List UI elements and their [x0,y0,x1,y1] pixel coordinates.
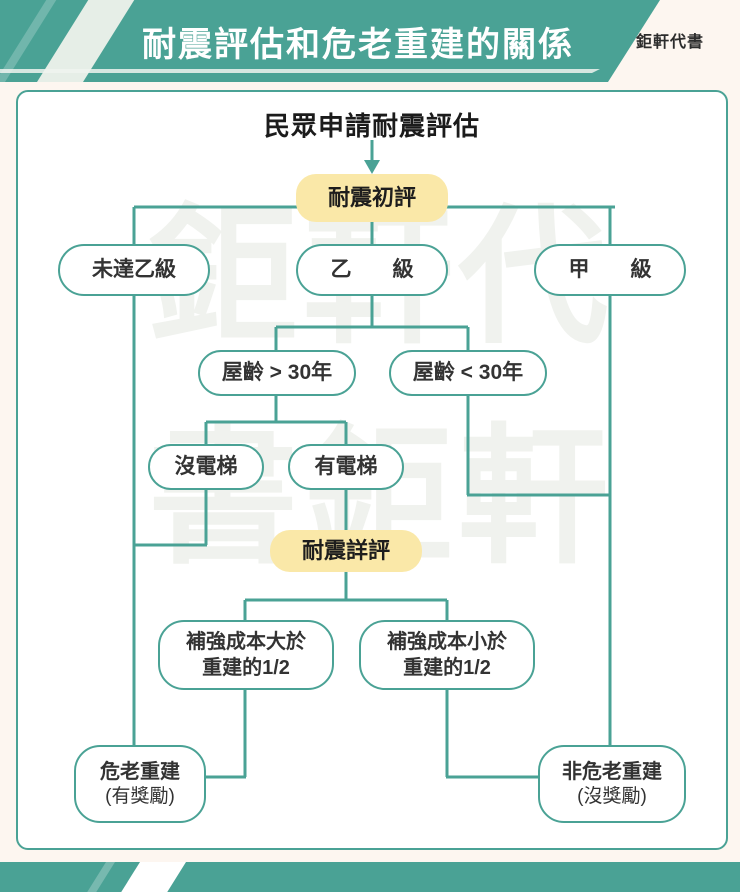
node-label-line1: 補強成本大於 [186,631,306,653]
node-label-line1: 危老重建 [100,760,180,783]
node-not-urban-renewal-rebuild[interactable]: 非危老重建 (沒獎勵) [538,745,686,823]
header-underline [0,69,600,73]
node-no-elevator[interactable]: 沒電梯 [148,444,264,490]
node-label: 甲 級 [568,257,662,281]
header-title: 耐震評估和危老重建的關係 [142,25,574,64]
node-detail-evaluation[interactable]: 耐震詳評 [270,530,422,572]
node-label: 耐震詳評 [301,538,390,564]
node-age-under-30[interactable]: 屋齡 < 30年 [389,350,547,396]
node-label-line2: (沒獎勵) [577,785,647,807]
node-cost-less-half[interactable]: 補強成本小於 重建的1/2 [359,620,535,690]
node-label-line1: 非危老重建 [562,760,662,783]
node-urban-renewal-rebuild[interactable]: 危老重建 (有獎勵) [74,745,206,823]
node-initial-evaluation[interactable]: 耐震初評 [296,174,448,222]
node-label: 乙 級 [330,257,424,281]
node-has-elevator[interactable]: 有電梯 [288,444,404,490]
node-label: 屋齡 < 30年 [412,360,524,384]
node-cost-greater-half[interactable]: 補強成本大於 重建的1/2 [158,620,334,690]
flowchart-card: 鉅 軒 代 書 鉅 軒 [16,90,728,850]
down-arrow-icon [364,160,380,174]
footer-banner [0,862,740,892]
header-banner: 耐震評估和危老重建的關係 鉅軒代書 [0,0,740,82]
node-grade-a[interactable]: 甲 級 [534,244,686,296]
node-label-line2: 重建的1/2 [403,657,491,679]
node-label-line2: 重建的1/2 [202,657,290,679]
page-title: 民眾申請耐震評估 [263,111,480,141]
node-grade-b[interactable]: 乙 級 [296,244,448,296]
node-label-line1: 補強成本小於 [387,631,507,653]
node-label: 有電梯 [314,454,378,478]
flow-diagram: 民眾申請耐震評估 耐震初評 未達乙級 乙 級 甲 級 屋齡 > 30年 屋齡 <… [18,92,726,848]
node-label: 耐震初評 [327,185,416,211]
node-label: 沒電梯 [174,454,238,478]
node-below-grade-b[interactable]: 未達乙級 [58,244,210,296]
node-label: 未達乙級 [92,257,176,281]
connector-lines [132,140,615,779]
node-label-line2: (有獎勵) [105,785,175,807]
brand-label: 鉅軒代書 [636,34,705,51]
node-label: 屋齡 > 30年 [221,360,333,384]
node-age-over-30[interactable]: 屋齡 > 30年 [198,350,356,396]
